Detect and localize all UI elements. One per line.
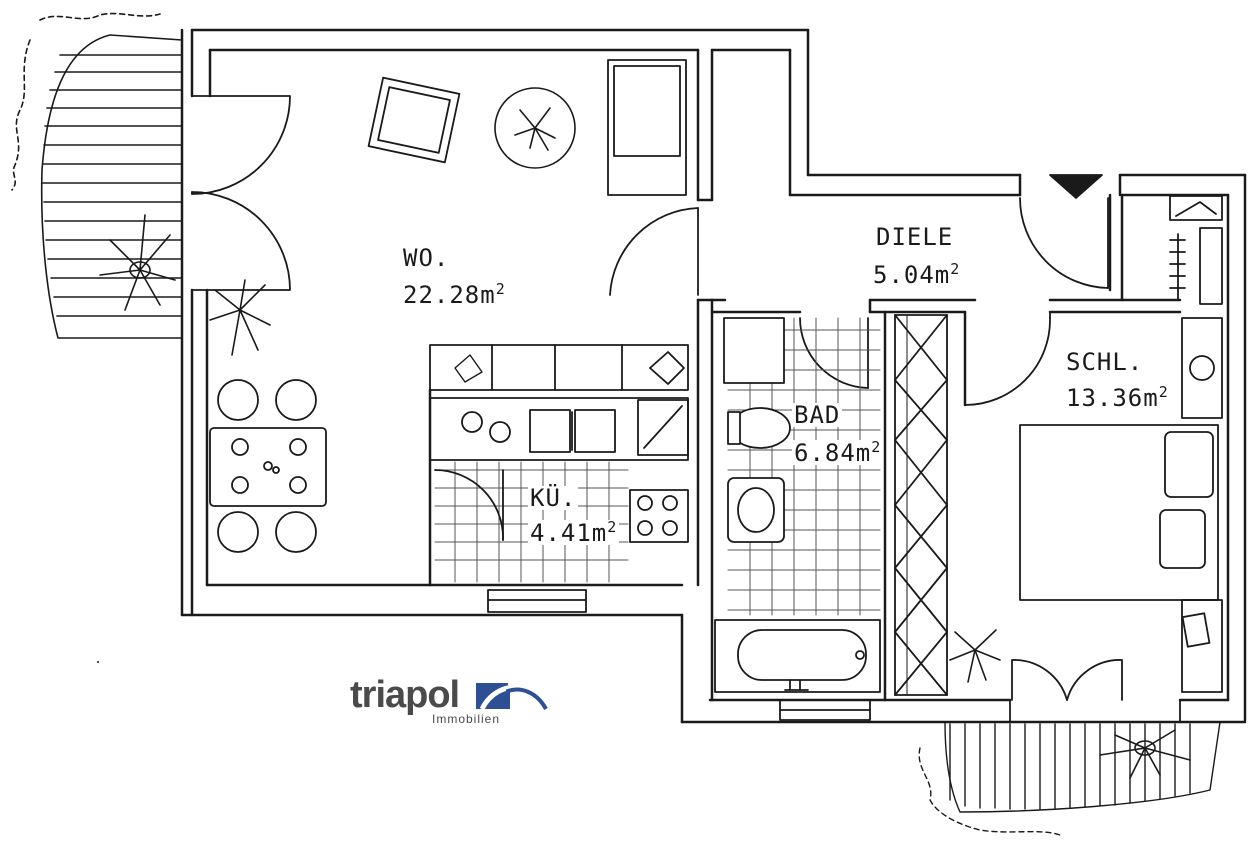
logo-arc-icon [476,683,550,711]
window-bath-bottom [779,699,871,721]
logo-subtitle: Immobilien [432,712,501,726]
bedroom-cabinet [1181,317,1223,693]
plant-round-table-icon [494,87,576,169]
room-name-schl: SCHL. [1066,348,1144,376]
bed [1019,424,1219,601]
room-area-kue-value: 4.41m [530,519,608,547]
balcony-door [191,95,291,291]
room-area-bad-unit: 2 [871,438,882,456]
balcony-door-bedroom [1009,659,1181,723]
room-name-diele: DIELE [876,223,954,251]
room-area-wo-value: 22.28m [403,281,496,309]
room-area-schl-value: 13.36m [1066,384,1159,412]
balcony-left [11,12,183,339]
room-name-wo: WO. [403,244,450,272]
plant-corner-icon [209,279,271,356]
sideboard [607,59,687,196]
walls [180,28,1247,724]
door-bath [799,317,869,389]
room-area-bad-value: 6.84m [794,439,872,467]
logo-wordmark: triapol [350,674,460,716]
room-area-wo: 22.28m2 [403,280,506,309]
door-living-hall [609,207,699,296]
plant-balcony-icon [99,214,176,311]
room-area-kue-unit: 2 [607,518,618,536]
entrance-door [1019,174,1109,289]
window-living-bottom [487,589,587,613]
dining-set [209,379,327,553]
kitchen-counter [429,344,689,586]
balcony-right [918,721,1221,836]
room-area-bad: 6.84m2 [792,438,884,467]
room-area-kue: 4.41m2 [528,518,620,547]
plant-balcony-right-icon [1099,729,1191,779]
room-area-diele-value: 5.04m [873,261,951,289]
triapol-logo: triapol Immobilien [350,676,560,732]
bath-fixtures [714,317,881,693]
hall-cabinet [1169,195,1223,305]
room-name-kue: KÜ. [528,484,579,512]
room-area-diele-unit: 2 [950,260,961,278]
wardrobe [894,314,948,696]
room-name-bad: BAD [792,401,843,429]
room-area-wo-unit: 2 [495,280,506,298]
room-area-schl: 13.36m2 [1066,383,1169,412]
armchair [367,76,461,164]
kitchen-door [434,469,504,541]
door-bedroom [964,311,1051,406]
plant-bedroom-icon [949,629,1001,683]
room-area-diele: 5.04m2 [873,260,961,289]
room-area-schl-unit: 2 [1158,383,1169,401]
